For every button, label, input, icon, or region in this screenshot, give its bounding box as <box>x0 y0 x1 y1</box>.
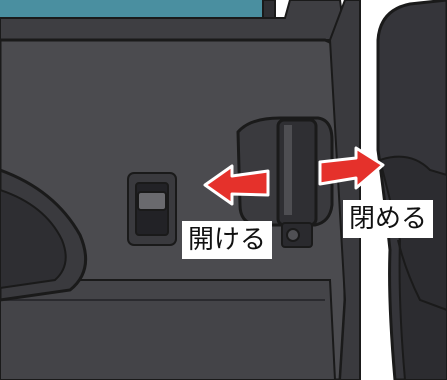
arrow-left-icon <box>203 164 270 206</box>
close-label: 閉める <box>343 200 434 238</box>
door-lower-panel <box>0 279 337 380</box>
door-edge <box>328 0 361 380</box>
arrow-right-icon <box>318 146 385 190</box>
door-upper-trim <box>0 0 347 41</box>
seat-bolster <box>397 239 447 311</box>
door-handle <box>276 118 318 227</box>
door-handle-highlight <box>284 125 292 215</box>
door-pocket-inner <box>0 188 67 290</box>
window-glass <box>0 0 275 22</box>
lock-button-dot <box>286 228 300 242</box>
window-switch-toggle <box>137 191 167 211</box>
open-label: 開ける <box>182 221 273 259</box>
